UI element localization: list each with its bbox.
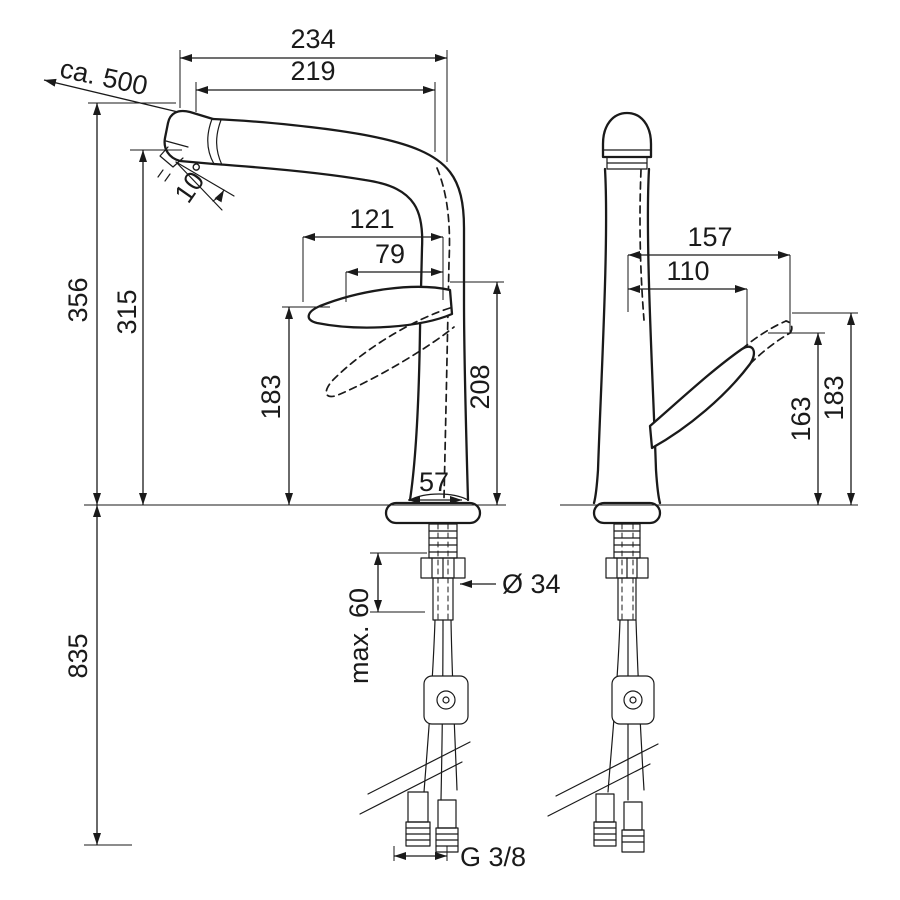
escutcheon-side: [384, 501, 482, 525]
front-view-art: [547, 111, 793, 853]
dim-shank-diameter-label: Ø 34: [502, 569, 561, 599]
side-view-art: [157, 109, 482, 853]
dim-height-handle-hub-label: 163: [786, 396, 816, 441]
dim-handle-reach-inner-label: 79: [375, 239, 405, 269]
handle-lever-front: [648, 320, 793, 450]
break-lines-front: [547, 743, 659, 817]
dim-height-handle-label: 183: [256, 374, 286, 419]
mounting-shank-front: [605, 523, 649, 621]
dim-height-total-label: 356: [63, 277, 93, 322]
handle-lever-side: [307, 285, 455, 398]
hose-weight-box-front: [611, 675, 655, 725]
body-front: [592, 167, 662, 505]
mounting-shank-side: [420, 523, 466, 621]
dim-connection-thread-label: G 3/8: [460, 842, 526, 872]
dim-spout-reach-label: 219: [290, 56, 335, 86]
spout-head-front: [601, 111, 653, 170]
dim-height-spout-underside-label: 208: [465, 364, 495, 409]
break-lines-side: [359, 741, 471, 815]
dim-hose-length-below-label: 835: [63, 633, 93, 678]
hose-weight-box-side: [423, 675, 469, 725]
dim-handle-span-inner-label: 110: [666, 256, 709, 286]
dimension-lines: [43, 54, 855, 860]
dimension-labels: 234 219 ca. 500 10° 356 315 121 79 183 2…: [57, 24, 849, 872]
dim-handle-span-outer-label: 157: [687, 222, 732, 252]
dim-height-handle-tip-label: 183: [819, 375, 849, 420]
escutcheon-front: [592, 501, 662, 525]
hose-connectors-side: [405, 791, 459, 853]
dim-mounting-thickness-label: max. 60: [344, 588, 374, 684]
dim-height-spout-outlet-label: 315: [112, 289, 142, 334]
dim-handle-reach-label: 121: [349, 204, 394, 234]
spout-and-body: [207, 117, 470, 502]
dim-total-width-label: 234: [290, 24, 335, 54]
dim-base-width-label: 57: [419, 467, 449, 497]
spout-angle-indicator: [175, 161, 235, 211]
spray-head: [157, 109, 216, 182]
hose-connectors-front: [593, 793, 645, 853]
